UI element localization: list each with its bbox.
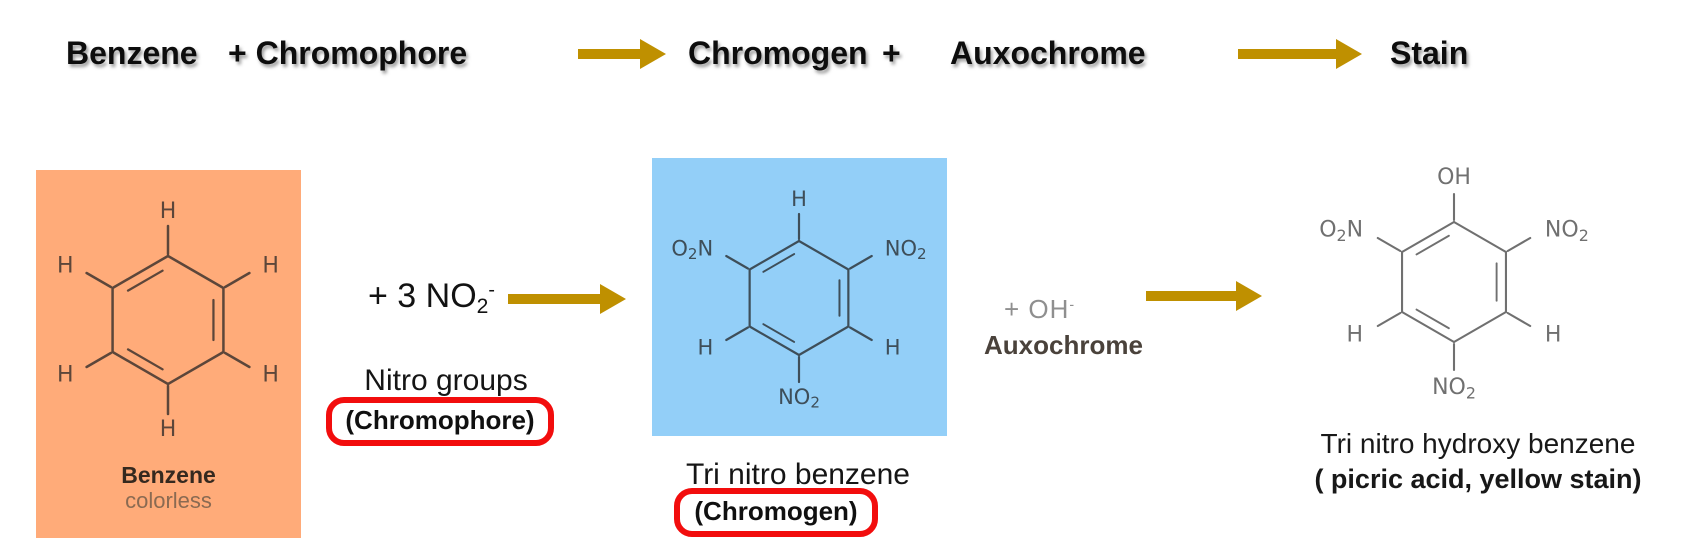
benzene-name-label: Benzene xyxy=(121,462,216,488)
svg-text:NO2: NO2 xyxy=(778,385,820,411)
equation-arrow-1-icon xyxy=(578,39,666,69)
svg-text:NO2: NO2 xyxy=(1432,375,1476,403)
svg-text:NO2: NO2 xyxy=(885,237,927,263)
arrow-shaft xyxy=(578,49,640,59)
svg-text:H: H xyxy=(697,336,713,360)
svg-text:H: H xyxy=(1347,322,1364,347)
svg-text:H: H xyxy=(1545,322,1562,347)
arrow-head xyxy=(1336,39,1362,69)
equation-benzene: Benzene xyxy=(66,35,198,71)
equation-auxochrome: Auxochrome xyxy=(950,35,1146,71)
svg-text:OH: OH xyxy=(1437,165,1471,190)
nitro-groups-caption: Nitro groups xyxy=(364,364,528,397)
svg-text:H: H xyxy=(160,417,177,442)
chromophore-tag: (Chromophore) xyxy=(326,397,554,446)
benzene-state-label: colorless xyxy=(125,488,212,514)
product-tag-label: ( picric acid, yellow stain) xyxy=(1314,463,1642,494)
svg-text:NO2: NO2 xyxy=(1545,217,1589,245)
svg-text:H: H xyxy=(160,199,177,224)
auxochrome-step-arrow-icon xyxy=(1146,281,1262,311)
equation-arrow-2-icon xyxy=(1238,39,1362,69)
svg-text:O2N: O2N xyxy=(671,237,713,263)
equation-plus: + xyxy=(882,35,901,71)
product-caption: Tri nitro hydroxy benzene ( picric acid,… xyxy=(1262,426,1693,496)
trinitrobenzene-caption: Tri nitro benzene xyxy=(685,458,910,491)
hydroxyl-reagent: + OH- xyxy=(1004,294,1075,325)
arrow-head xyxy=(640,39,666,69)
equation-plus-chromophore: + Chromophore xyxy=(228,35,468,71)
arrow-shaft xyxy=(1238,49,1336,59)
auxochrome-label: Auxochrome xyxy=(984,330,1143,360)
svg-text:O2N: O2N xyxy=(1319,217,1363,245)
svg-text:H: H xyxy=(885,336,901,360)
svg-text:H: H xyxy=(57,362,74,387)
equation-stain: Stain xyxy=(1390,35,1469,71)
benzene-panel-caption: Benzene colorless xyxy=(36,462,301,514)
hydroxyl-reagent-superscript: - xyxy=(1069,297,1076,314)
benzene-structure: H H H H H H xyxy=(57,199,279,442)
nitro-reagent-superscript: - xyxy=(488,279,495,302)
nitro-reagent-text: + 3 NO xyxy=(368,277,477,315)
chromogen-tag: (Chromogen) xyxy=(674,488,878,537)
arrow-head xyxy=(1236,281,1262,311)
svg-text:H: H xyxy=(57,253,74,278)
svg-text:H: H xyxy=(262,362,279,387)
svg-text:H: H xyxy=(262,253,279,278)
hydroxyl-reagent-text: + OH xyxy=(1004,294,1070,324)
nitro-reagent-subscript: 2 xyxy=(476,294,489,318)
arrow-shaft xyxy=(1146,291,1236,301)
arrow-head xyxy=(600,284,626,314)
arrow-shaft xyxy=(508,294,600,304)
nitro-reagent: + 3 NO2- xyxy=(368,277,495,319)
benzene-panel: H H H H H H Benzene colorless xyxy=(36,170,301,538)
nitro-step-arrow-icon xyxy=(508,284,626,314)
equation-chromogen: Chromogen xyxy=(688,35,868,71)
svg-text:H: H xyxy=(791,187,807,211)
product-name-label: Tri nitro hydroxy benzene xyxy=(1320,428,1636,459)
